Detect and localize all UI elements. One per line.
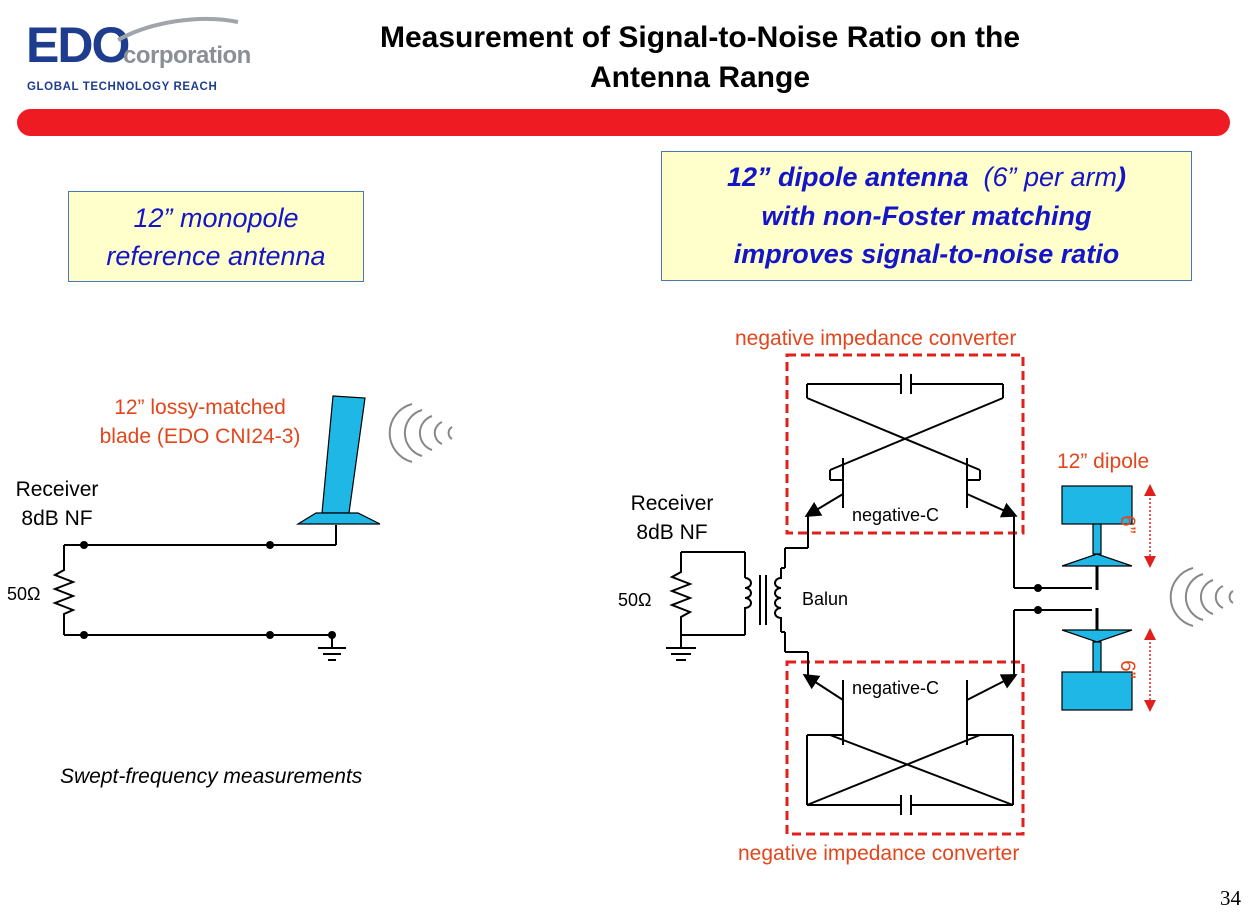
arm-length-top: 6” xyxy=(1116,515,1139,534)
header-divider-bar xyxy=(17,109,1230,136)
logo-suffix: corporation xyxy=(123,42,251,69)
logo-tagline: GLOBAL TECHNOLOGY REACH xyxy=(27,81,218,93)
receiver-label-left-line-1: Receiver xyxy=(15,478,99,501)
monopole-callout-line-2: reference antenna xyxy=(106,241,326,271)
dipole-callout: 12” dipole antenna (6” per arm) with non… xyxy=(661,151,1192,281)
monopole-callout: 12” monopole reference antenna xyxy=(68,191,364,282)
negative-c-label-bottom: negative-C xyxy=(852,678,940,698)
dipole-callout-line-2: with non-Foster matching xyxy=(761,200,1092,231)
balun-label: Balun xyxy=(802,589,849,609)
blade-label-line-1: 12” lossy-matched xyxy=(114,396,286,419)
title-line-1: Measurement of Signal-to-Noise Ratio on … xyxy=(379,21,1021,54)
balun-coil-left xyxy=(744,577,752,612)
resistor-label-left: 50Ω xyxy=(7,584,41,604)
blade-label-line-2: blade (EDO CNI24-3) xyxy=(99,425,301,448)
junction-dots-right xyxy=(1034,584,1042,614)
receiver-label-right-line-2: 8dB NF xyxy=(636,521,708,544)
resistor-50ohm-left xyxy=(52,545,76,635)
blade-antenna xyxy=(295,395,381,525)
resistor-50ohm-right xyxy=(669,552,693,635)
page-title: Measurement of Signal-to-Noise Ratio on … xyxy=(300,18,1100,98)
dipole-callout-arm: (6” per arm xyxy=(983,162,1118,192)
logo-brand: EDO xyxy=(26,17,130,73)
nic-label-bottom: negative impedance converter xyxy=(738,842,1020,865)
dipole-antenna xyxy=(1061,485,1133,711)
page-number: 34 xyxy=(1220,886,1241,910)
nic-bottom-circuit xyxy=(784,609,1092,815)
caption-swept-frequency: Swept-frequency measurements xyxy=(60,765,363,788)
junction-dots-left xyxy=(80,541,336,639)
receiver-label-left-line-2: 8dB NF xyxy=(21,507,93,530)
monopole-circuit xyxy=(52,525,346,661)
receiver-label-right: Receiver 8dB NF xyxy=(622,489,722,547)
dipole-callout-bold: 12” dipole antenna xyxy=(726,162,969,192)
negative-c-label-top: negative-C xyxy=(852,505,940,525)
receiver-balun-circuit xyxy=(666,551,785,661)
nic-top-circuit xyxy=(784,374,1092,589)
dipole-callout-line-3: improves signal-to-noise ratio xyxy=(733,239,1120,269)
dipole-label: 12” dipole xyxy=(1057,450,1150,473)
dipole-callout-close: ) xyxy=(1117,162,1127,192)
title-line-2: Antenna Range xyxy=(589,61,811,94)
arm-length-bottom: 6” xyxy=(1116,660,1139,679)
nic-box-bottom xyxy=(785,660,1025,836)
blade-label: 12” lossy-matched blade (EDO CNI24-3) xyxy=(80,393,320,451)
receiver-label-right-line-1: Receiver xyxy=(630,492,714,515)
dipole-callout-line-1: 12” dipole antenna (6” per arm) xyxy=(662,158,1191,197)
resistor-label-right: 50Ω xyxy=(618,590,652,610)
balun-coil-right xyxy=(774,568,782,632)
nic-boxes xyxy=(785,353,1025,836)
wave-icon-left xyxy=(388,403,453,463)
nic-box-top xyxy=(785,353,1025,535)
receiver-label-left: Receiver 8dB NF xyxy=(7,475,107,533)
monopole-callout-line-1: 12” monopole xyxy=(133,203,299,233)
nic-label-top: negative impedance converter xyxy=(735,327,1017,350)
wave-icon-right xyxy=(1169,567,1234,627)
